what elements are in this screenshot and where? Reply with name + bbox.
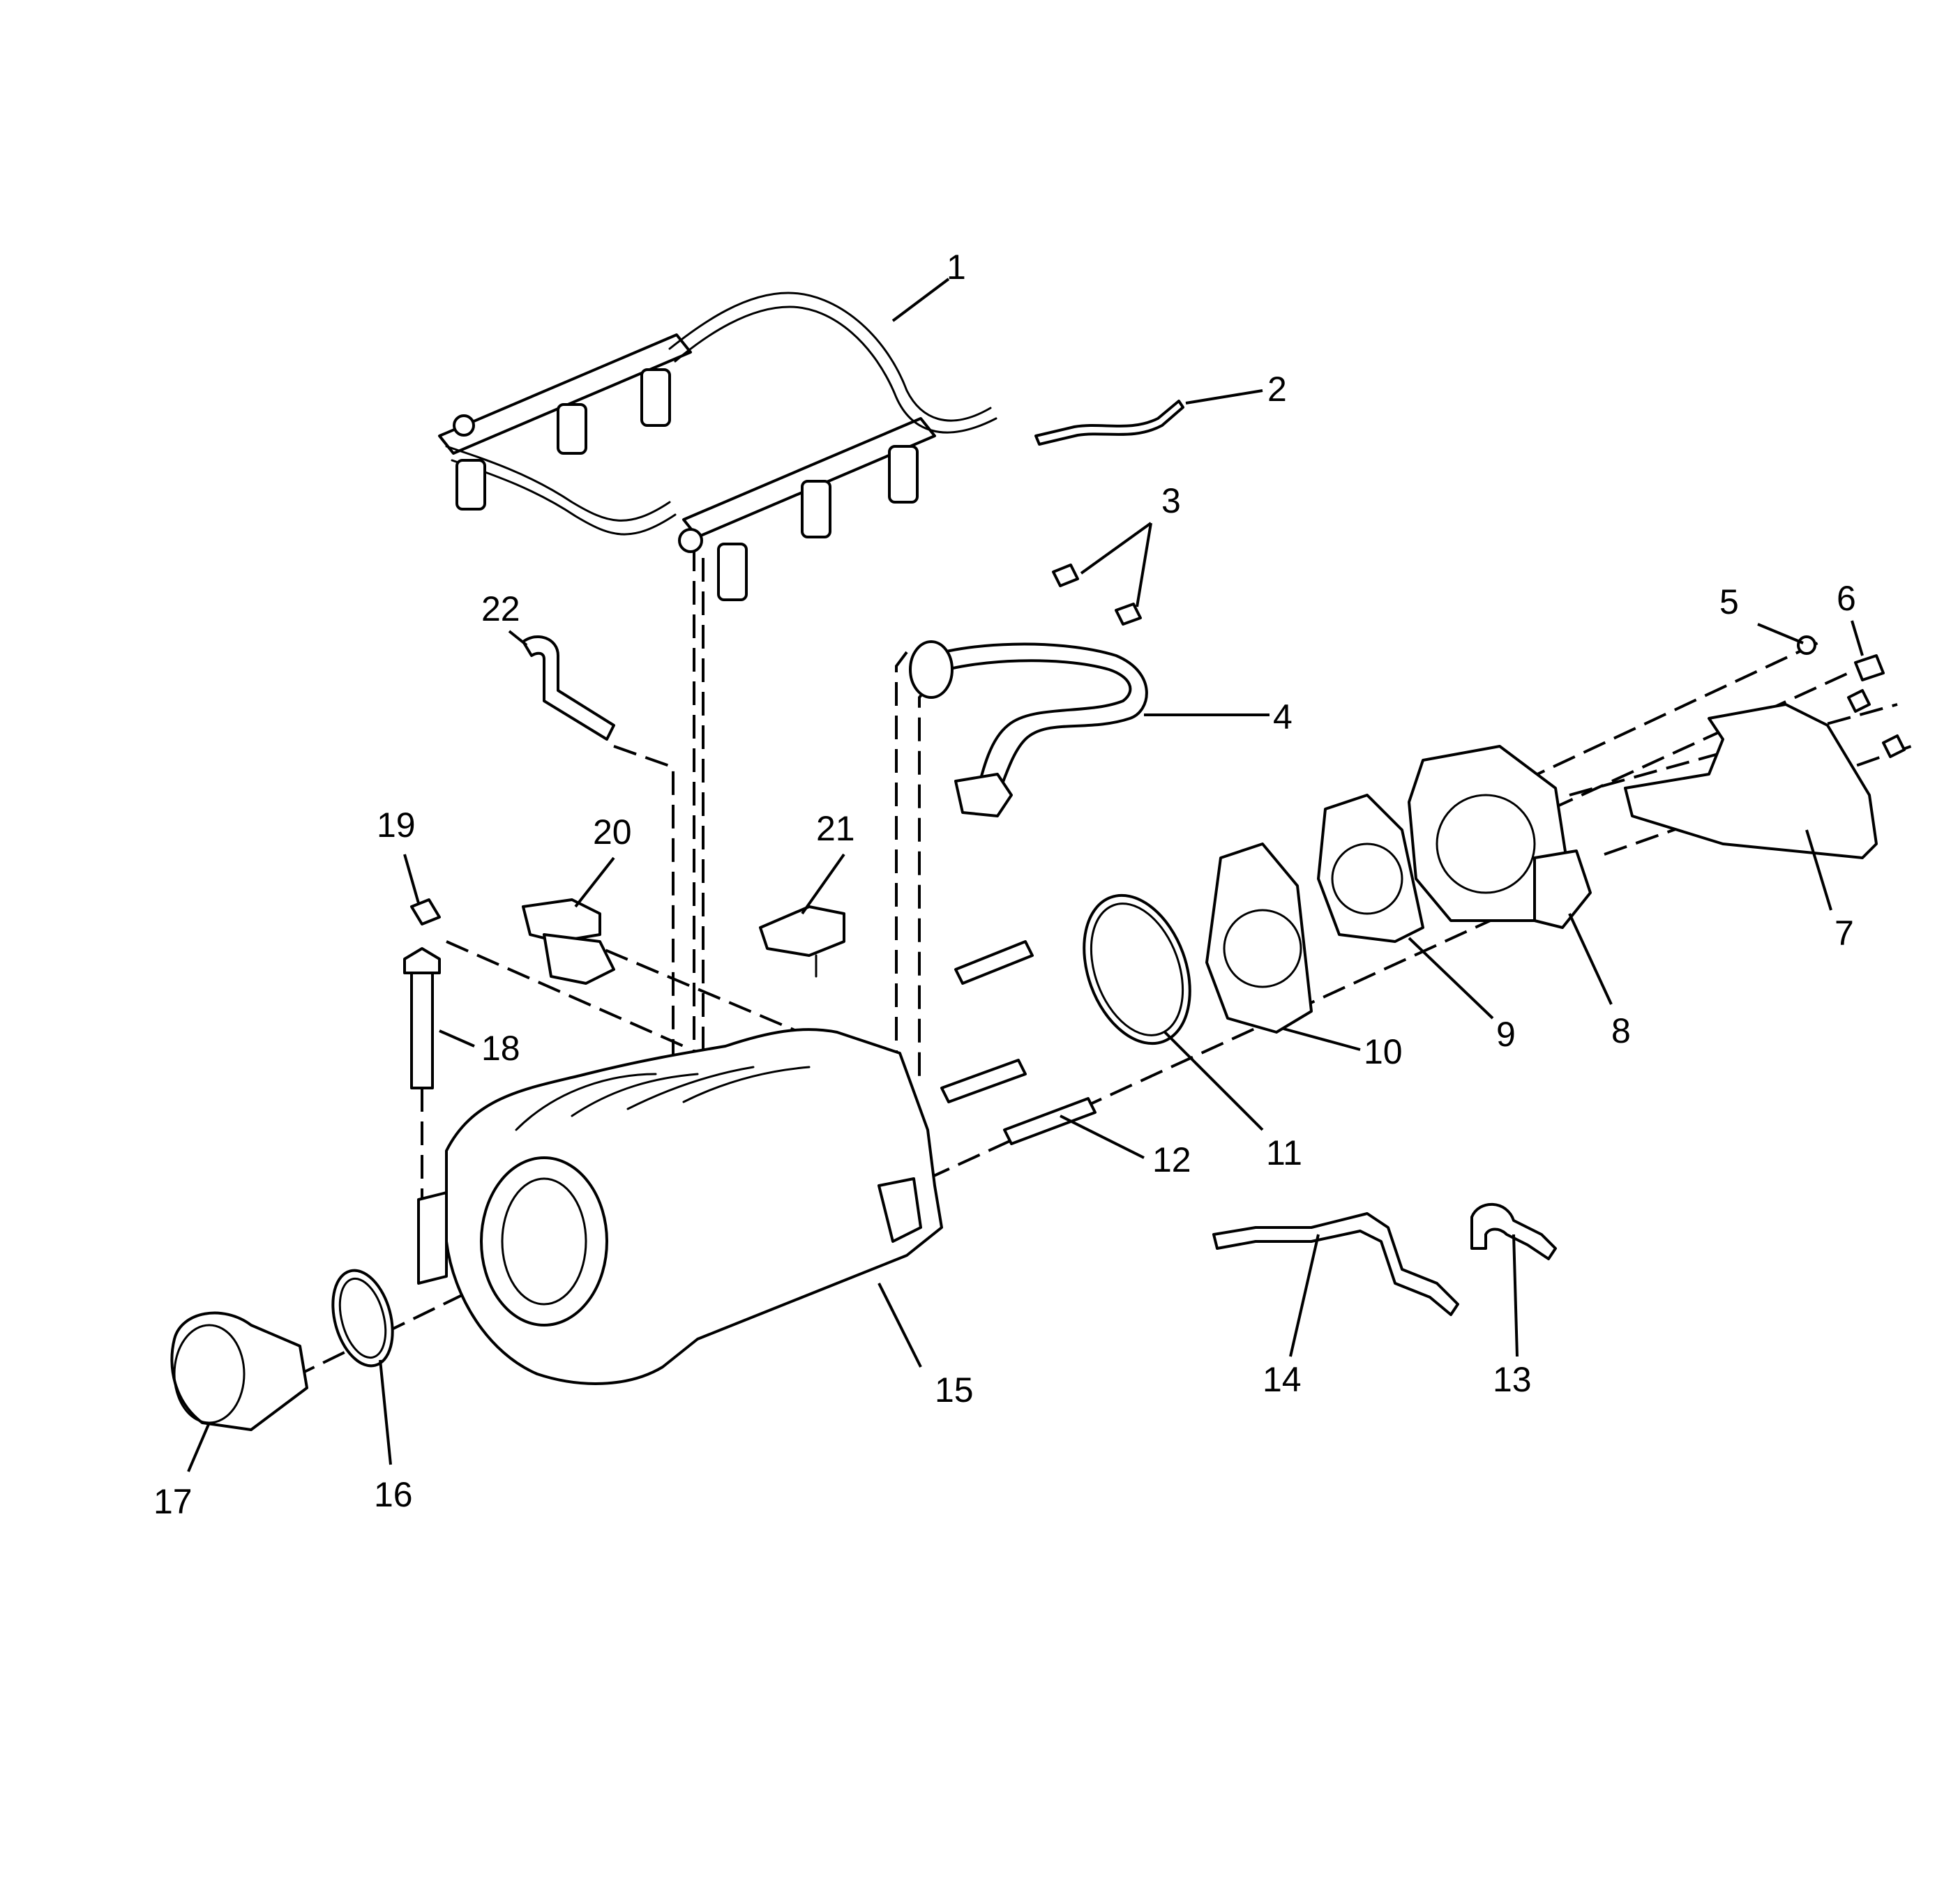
adapter-seal xyxy=(1083,893,1191,1045)
bolt-6 xyxy=(1847,654,1906,758)
studs-12 xyxy=(940,940,1097,1145)
callout-5: 5 xyxy=(1719,582,1739,621)
callout-7: 7 xyxy=(1835,914,1854,953)
sensor-21 xyxy=(759,905,845,978)
bolt-18 xyxy=(403,947,441,1089)
bolt-19 xyxy=(410,898,441,925)
throttle-body xyxy=(1408,745,1592,929)
callout-10: 10 xyxy=(1364,1032,1403,1071)
callout-8: 8 xyxy=(1611,1011,1631,1050)
valve-20 xyxy=(522,898,615,985)
callout-20: 20 xyxy=(593,813,632,852)
callout-12: 12 xyxy=(1152,1140,1191,1179)
leader-lines xyxy=(187,278,1864,1472)
callout-4: 4 xyxy=(1273,697,1293,736)
callout-19: 19 xyxy=(377,806,416,845)
throttle-body-gasket xyxy=(1317,794,1424,943)
throttle-body-bracket xyxy=(1624,703,1878,859)
throttle-body-adapter xyxy=(1205,843,1313,1034)
callout-18: 18 xyxy=(481,1029,520,1068)
fuel-feed-pipe xyxy=(1034,400,1184,446)
vacuum-hose xyxy=(522,635,615,741)
throttle-seal-o-ring xyxy=(331,1269,394,1368)
callout-14: 14 xyxy=(1263,1360,1302,1399)
callout-16: 16 xyxy=(374,1475,413,1514)
callout-11: 11 xyxy=(1266,1133,1302,1172)
callout-15: 15 xyxy=(935,1370,974,1410)
callout-3: 3 xyxy=(1161,481,1181,520)
coolant-pipe xyxy=(909,640,1148,817)
bolts-3 xyxy=(1052,564,1142,626)
callout-13: 13 xyxy=(1493,1360,1532,1399)
hose-13 xyxy=(1470,1202,1557,1260)
callout-17: 17 xyxy=(153,1482,193,1521)
intake-manifold xyxy=(417,1028,943,1385)
callout-6: 6 xyxy=(1837,579,1856,618)
hose-14 xyxy=(1212,1212,1459,1316)
callout-21: 21 xyxy=(816,809,855,848)
callout-9: 9 xyxy=(1496,1015,1516,1054)
callout-1: 1 xyxy=(947,248,966,287)
callout-2: 2 xyxy=(1267,370,1287,409)
fuel-rail-assembly xyxy=(438,292,997,601)
nut-5 xyxy=(1797,635,1816,655)
callouts: 1 2 3 4 5 6 7 8 9 10 11 12 13 14 15 16 1… xyxy=(153,248,1856,1521)
air-inlet-adapter xyxy=(170,1311,308,1431)
callout-22: 22 xyxy=(481,589,520,628)
